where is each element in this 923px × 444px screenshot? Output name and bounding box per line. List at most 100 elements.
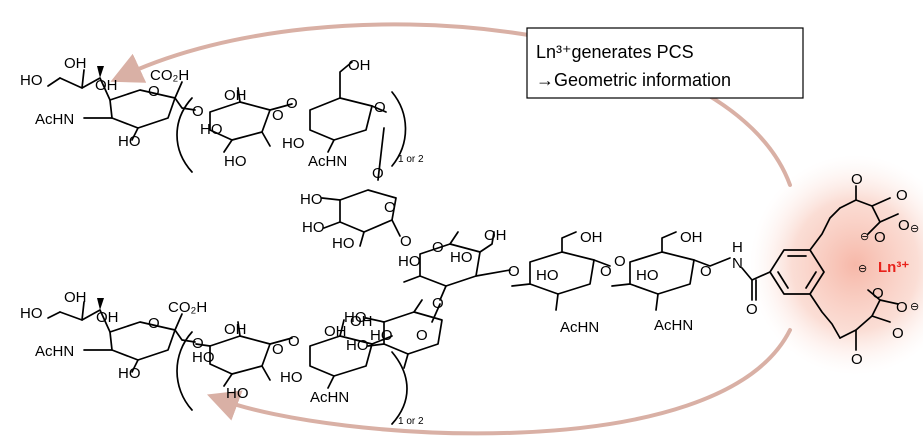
o-label: O <box>272 341 284 358</box>
minus-sign: ⊖ <box>860 231 869 243</box>
upper-mannose: HO HO HO O O <box>300 189 412 252</box>
lower-branch-linkage <box>431 303 441 323</box>
bottom-curved-arrow <box>206 328 792 436</box>
o-label: O <box>288 333 300 350</box>
o-label: O <box>400 233 412 250</box>
ho-label: HO <box>224 153 247 170</box>
lanthanide-ion-label: Ln³⁺ <box>878 259 909 276</box>
achn-label: AcHN <box>35 111 74 128</box>
o-label: O <box>700 263 712 280</box>
ho-label: HO <box>450 249 473 266</box>
achn-label: AcHN <box>560 319 599 336</box>
oh-label: OH <box>95 77 118 94</box>
o-label: O <box>286 95 298 112</box>
oh-label: OH <box>224 87 247 104</box>
oh-label: OH <box>64 55 87 72</box>
pcs-callout-box: Ln³⁺generates PCS →Geometric information <box>526 27 804 99</box>
o-label: O <box>614 253 626 270</box>
o-label: O <box>148 315 160 332</box>
h-label: H <box>732 239 743 256</box>
top-glcnac: OH HO AcHN O <box>282 57 387 170</box>
oh-label: OH <box>350 313 373 330</box>
ho-label: HO <box>332 235 355 252</box>
ho-label: HO <box>192 349 215 366</box>
lower-chelate-arm: O O O O ⊖ <box>839 285 919 368</box>
oh-label: OH <box>580 229 603 246</box>
ho-label: HO <box>636 267 659 284</box>
o-label: O <box>896 187 908 204</box>
o-label: O <box>898 217 910 234</box>
oh-label: OH <box>96 309 119 326</box>
core-mannose: O OH HO HO O O <box>398 227 520 312</box>
o-label: O <box>851 171 863 188</box>
top-curved-arrow <box>110 22 792 187</box>
o-label: O <box>384 199 396 216</box>
core-glcnac-1: OH HO AcHN O O <box>511 229 626 336</box>
metal-glow <box>750 155 923 375</box>
lower-mannose: HO HO HO O OH <box>324 299 443 369</box>
ho-label: HO <box>302 219 325 236</box>
bottom-glcnac: HO AcHN OH <box>280 313 393 406</box>
oh-label: OH <box>484 227 507 244</box>
ho-label: HO <box>536 267 559 284</box>
top-branch-linkage <box>377 127 385 181</box>
amide-linker: O <box>741 267 771 318</box>
ho-label: HO <box>226 385 249 402</box>
ho-label: HO <box>280 369 303 386</box>
o-label: O <box>192 103 204 120</box>
upper-chelate-arm: O O O O ⊖ ⊖ <box>839 171 919 246</box>
bottom-repeat-bracket-left <box>176 331 193 411</box>
benzene-ring <box>769 207 841 339</box>
repeat-count-bottom: 1 or 2 <box>398 416 424 427</box>
top-galactose: OH HO HO O O <box>200 87 298 170</box>
ho-label: HO <box>200 121 223 138</box>
o-label: O <box>374 99 386 116</box>
ho-label: HO <box>370 327 393 344</box>
bottom-sialic-acid: HO OH OH AcHN HO O CO₂H O <box>20 289 207 382</box>
ho-label: HO <box>282 135 305 152</box>
achn-label: AcHN <box>654 317 693 334</box>
core-glcnac-2: OH HO AcHN O H N <box>611 229 743 334</box>
o-label: O <box>896 299 908 316</box>
ho-label: HO <box>20 305 43 322</box>
ho-label: HO <box>118 133 141 150</box>
o-label: O <box>416 327 428 344</box>
bottom-galactose: OH HO HO O O <box>192 321 300 402</box>
oh-label: OH <box>64 289 87 306</box>
minus-sign: ⊖ <box>858 263 867 275</box>
o-label: O <box>874 229 886 246</box>
o-label: O <box>372 165 384 182</box>
o-label: O <box>432 295 444 312</box>
n-label: N <box>732 255 743 272</box>
callout-line1: Ln³⁺generates PCS <box>536 42 694 62</box>
top-repeat-bracket-left <box>176 97 193 173</box>
o-label: O <box>746 301 758 318</box>
top-repeat-bracket-right <box>391 91 407 167</box>
achn-label: AcHN <box>308 153 347 170</box>
o-label: O <box>272 107 284 124</box>
o-label: O <box>508 263 520 280</box>
minus-sign: ⊖ <box>910 223 919 235</box>
oh-label: OH <box>680 229 703 246</box>
oh-label: OH <box>348 57 371 74</box>
o-label: O <box>600 263 612 280</box>
achn-label: AcHN <box>310 389 349 406</box>
ho-label: HO <box>398 253 421 270</box>
repeat-count-top: 1 or 2 <box>398 154 424 165</box>
o-label: O <box>432 239 444 256</box>
o-label: O <box>148 83 160 100</box>
bottom-repeat-bracket-right <box>391 351 408 425</box>
o-label: O <box>872 285 884 302</box>
callout-line2: →Geometric information <box>536 70 731 90</box>
top-sialic-acid: HO OH OH AcHN HO O CO₂H O <box>20 55 204 150</box>
achn-label: AcHN <box>35 343 74 360</box>
o-label: O <box>892 325 904 342</box>
o-label: O <box>851 351 863 368</box>
ho-label: HO <box>118 365 141 382</box>
oh-label: OH <box>224 321 247 338</box>
co2h-label: CO₂H <box>168 299 207 316</box>
ho-label: HO <box>300 191 323 208</box>
ho-label: HO <box>20 72 43 89</box>
co2h-label: CO₂H <box>150 67 189 84</box>
